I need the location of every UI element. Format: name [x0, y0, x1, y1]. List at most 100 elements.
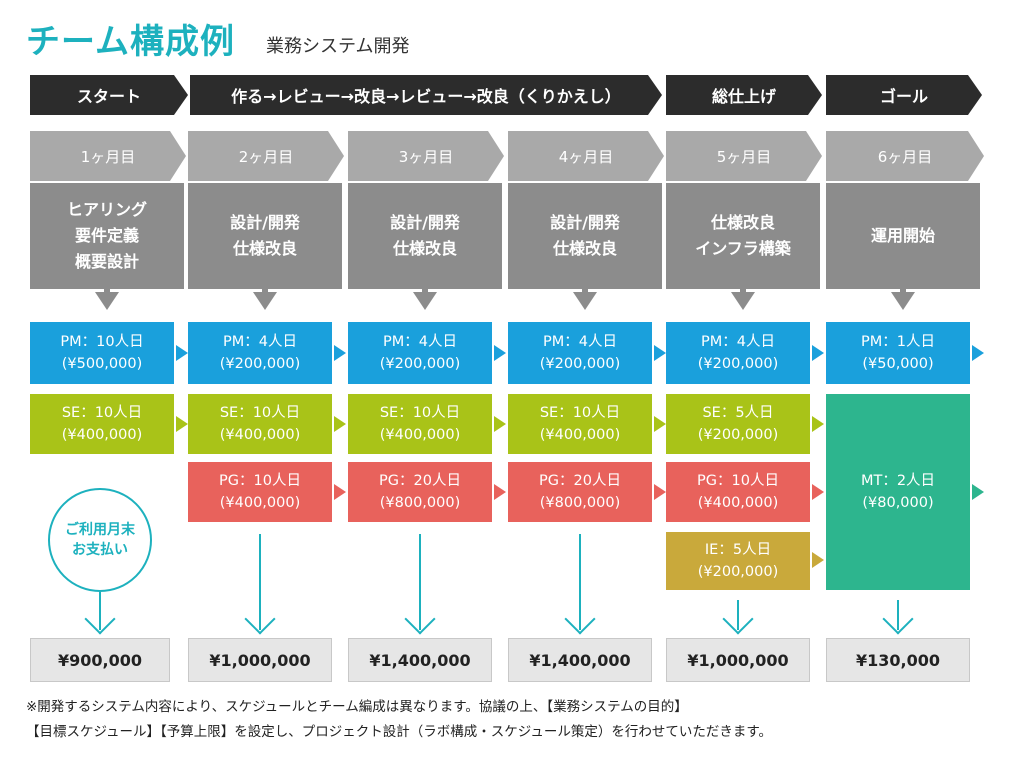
pm-cell-month-3: PM：4人日 (¥200,000)	[348, 322, 492, 384]
down-arrow-icon	[573, 292, 597, 310]
payment-line: お支払い	[72, 542, 128, 558]
right-arrow-icon	[334, 484, 346, 500]
right-arrow-icon	[812, 345, 824, 361]
pm-cell-month-5: PM：4人日 (¥200,000)	[666, 322, 810, 384]
pg-days: PG：20人日	[539, 473, 621, 489]
right-arrow-icon	[334, 345, 346, 361]
ie-cell-month-5: IE：5人日 (¥200,000)	[666, 532, 810, 590]
pm-cell-month-6: PM：1人日 (¥50,000)	[826, 322, 970, 384]
task-line: インフラ構築	[695, 239, 791, 258]
down-arrow-stem	[262, 287, 268, 295]
right-arrow-icon	[972, 484, 984, 500]
right-arrow-icon	[654, 484, 666, 500]
teal-arrow-line	[259, 534, 261, 630]
month-1: 1ヶ月目	[30, 131, 186, 181]
down-arrow-icon	[404, 603, 436, 635]
down-arrow-stem	[422, 287, 428, 295]
down-arrow-icon	[564, 603, 596, 635]
se-days: SE：10人日	[539, 405, 621, 421]
se-cell-month-4: SE：10人日 (¥400,000)	[508, 394, 652, 454]
mt-days: MT：2人日	[860, 473, 936, 489]
mt-cell-month-6: MT：2人日 (¥80,000)	[826, 394, 970, 590]
right-arrow-icon	[812, 552, 824, 568]
total-month-3: ¥1,400,000	[348, 638, 492, 682]
teal-arrow-line	[99, 592, 101, 630]
pg-cost: (¥800,000)	[539, 495, 621, 511]
down-arrow-stem	[900, 287, 906, 295]
right-arrow-icon	[494, 416, 506, 432]
phase-start: スタート	[30, 75, 188, 115]
se-cost: (¥400,000)	[61, 427, 143, 443]
down-arrow-icon	[253, 292, 277, 310]
pm-cost: (¥200,000)	[379, 356, 461, 372]
pg-days: PG：10人日	[219, 473, 301, 489]
footnote-line-2: 【目標スケジュール】【予算上限】を設定し、プロジェクト設計（ラボ構成・スケジュー…	[26, 724, 773, 740]
se-cell-month-2: SE：10人日 (¥400,000)	[188, 394, 332, 454]
page-title: チーム構成例	[26, 22, 235, 62]
page-subtitle: 業務システム開発	[266, 36, 410, 57]
down-arrow-stem	[740, 287, 746, 295]
task-line: 仕様改良	[392, 239, 457, 258]
footnote-line-1: ※開発するシステム内容により、スケジュールとチーム編成は異なります。協議の上、【…	[26, 699, 688, 715]
down-arrow-icon	[731, 292, 755, 310]
payment-line: ご利用月末	[65, 522, 135, 538]
task-month-5: 仕様改良 インフラ構築	[666, 183, 820, 289]
se-cost: (¥400,000)	[219, 427, 301, 443]
teal-arrow-line	[737, 600, 739, 630]
task-month-2: 設計/開発 仕様改良	[188, 183, 342, 289]
payment-badge: ご利用月末 お支払い	[48, 488, 152, 592]
task-month-4: 設計/開発 仕様改良	[508, 183, 662, 289]
right-arrow-icon	[176, 345, 188, 361]
ie-cost: (¥200,000)	[697, 564, 779, 580]
se-days: SE：10人日	[219, 405, 301, 421]
right-arrow-icon	[176, 416, 188, 432]
down-arrow-icon	[84, 603, 116, 635]
total-month-2: ¥1,000,000	[188, 638, 332, 682]
task-line: 設計/開発	[390, 213, 460, 232]
se-cell-month-1: SE：10人日 (¥400,000)	[30, 394, 174, 454]
se-days: SE：10人日	[61, 405, 143, 421]
se-cell-month-5: SE：5人日 (¥200,000)	[666, 394, 810, 454]
pg-cost: (¥800,000)	[379, 495, 461, 511]
down-arrow-stem	[582, 287, 588, 295]
pm-cost: (¥50,000)	[862, 356, 934, 372]
down-arrow-icon	[95, 292, 119, 310]
teal-arrow-line	[579, 534, 581, 630]
task-line: 運用開始	[870, 226, 935, 245]
month-6: 6ヶ月目	[826, 131, 984, 181]
pm-cell-month-1: PM：10人日 (¥500,000)	[30, 322, 174, 384]
task-line: 仕様改良	[232, 239, 297, 258]
pg-cost: (¥400,000)	[219, 495, 301, 511]
phase-iterate: 作る→レビュー→改良→レビュー→改良（くりかえし）	[190, 75, 662, 115]
teal-arrow-line	[419, 534, 421, 630]
task-line: ヒアリング	[66, 200, 147, 219]
pg-days: PG：10人日	[697, 473, 779, 489]
pg-cell-month-4: PG：20人日 (¥800,000)	[508, 462, 652, 522]
teal-arrow-line	[897, 600, 899, 630]
se-cost: (¥400,000)	[539, 427, 621, 443]
month-5: 5ヶ月目	[666, 131, 822, 181]
pm-cost: (¥200,000)	[539, 356, 621, 372]
task-line: 仕様改良	[552, 239, 617, 258]
se-cost: (¥400,000)	[379, 427, 461, 443]
pm-cost: (¥200,000)	[219, 356, 301, 372]
total-month-4: ¥1,400,000	[508, 638, 652, 682]
right-arrow-icon	[812, 416, 824, 432]
total-month-6: ¥130,000	[826, 638, 970, 682]
month-2: 2ヶ月目	[188, 131, 344, 181]
se-days: SE：10人日	[379, 405, 461, 421]
mt-cost: (¥80,000)	[862, 495, 934, 511]
pm-days: PM：4人日	[383, 334, 457, 350]
ie-days: IE：5人日	[704, 542, 772, 558]
pg-cell-month-3: PG：20人日 (¥800,000)	[348, 462, 492, 522]
task-line: 仕様改良	[710, 213, 775, 232]
pm-cost: (¥200,000)	[697, 356, 779, 372]
task-line: 設計/開発	[550, 213, 620, 232]
right-arrow-icon	[654, 345, 666, 361]
total-month-1: ¥900,000	[30, 638, 170, 682]
se-days: SE：5人日	[702, 405, 774, 421]
task-month-6: 運用開始	[826, 183, 980, 289]
task-month-3: 設計/開発 仕様改良	[348, 183, 502, 289]
down-arrow-icon	[413, 292, 437, 310]
right-arrow-icon	[494, 345, 506, 361]
